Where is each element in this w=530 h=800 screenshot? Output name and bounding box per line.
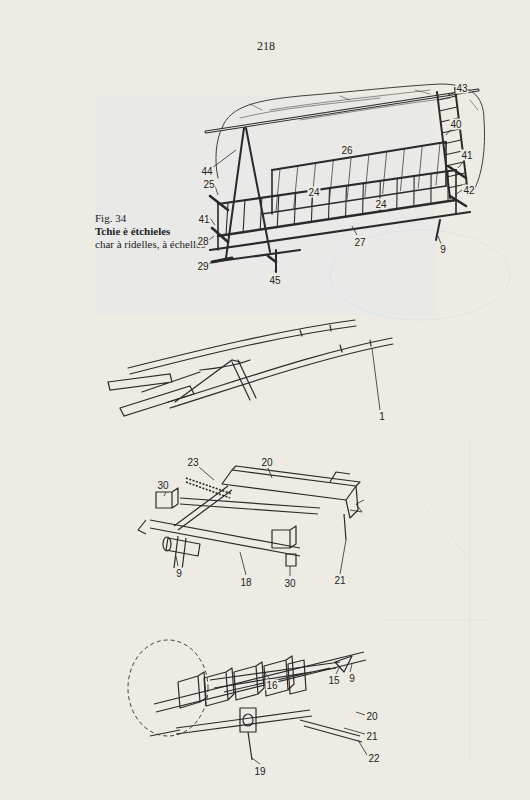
callout-number: 29 — [196, 261, 209, 272]
slat — [312, 163, 316, 205]
callout-number: 40 — [449, 119, 462, 130]
slat — [347, 157, 351, 199]
callout-number: 21 — [365, 731, 378, 742]
slat — [328, 188, 329, 219]
callout-number: 18 — [239, 577, 252, 588]
leader-lines — [164, 92, 465, 764]
slat — [260, 198, 262, 230]
slat — [365, 155, 369, 197]
slat — [400, 149, 404, 191]
slat — [430, 173, 431, 203]
callout-number: 43 — [455, 83, 468, 94]
slat — [329, 160, 333, 202]
callout-number: 26 — [340, 145, 353, 156]
callout-number: 9 — [348, 673, 356, 684]
slat — [436, 143, 440, 185]
callout-number: 15 — [327, 675, 340, 686]
callout-number: 21 — [333, 575, 346, 586]
callout-number: 44 — [200, 166, 213, 177]
figure-number: Fig. 34 — [95, 212, 126, 224]
callout-number: 27 — [353, 237, 366, 248]
slat — [276, 169, 280, 211]
axle-frame — [138, 466, 364, 570]
callout-number: 25 — [202, 179, 215, 190]
ghost-print — [95, 95, 510, 760]
callout-number: 30 — [283, 578, 296, 589]
callout-number: 19 — [253, 766, 266, 777]
callout-number: 42 — [462, 185, 475, 196]
slat — [294, 166, 298, 208]
callout-number: 30 — [156, 480, 169, 491]
slat — [418, 146, 422, 188]
runners — [108, 320, 393, 416]
callout-number: 22 — [367, 753, 380, 764]
figure-subtitle: char à ridelles, à échelles — [95, 238, 205, 250]
figure-title: Tchie è étchieles — [95, 225, 170, 237]
callout-number: 24 — [374, 199, 387, 210]
callout-number: 9 — [175, 568, 183, 579]
callout-number: 20 — [365, 711, 378, 722]
pivot-assembly — [128, 640, 366, 760]
callout-number: 16 — [265, 680, 278, 691]
slat — [277, 196, 279, 228]
ladder-rung — [438, 96, 456, 100]
callout-number: 1 — [378, 411, 386, 422]
slat — [362, 183, 364, 214]
callout-number: 9 — [439, 244, 447, 255]
ladder-rung — [443, 140, 461, 144]
callout-number: 24 — [307, 187, 320, 198]
ladder-cart — [206, 84, 485, 272]
ladder-rung — [439, 107, 457, 111]
slat — [396, 178, 398, 208]
page-number: 218 — [257, 40, 275, 53]
slat — [345, 186, 347, 217]
slat — [447, 171, 448, 201]
callout-number: 45 — [268, 275, 281, 286]
callout-number: 41 — [460, 150, 473, 161]
callout-number: 23 — [186, 457, 199, 468]
slat — [243, 201, 245, 233]
slat — [413, 176, 414, 206]
callout-number: 28 — [196, 236, 209, 247]
slat — [383, 152, 387, 194]
callout-number: 20 — [260, 457, 273, 468]
callout-number: 41 — [197, 214, 210, 225]
